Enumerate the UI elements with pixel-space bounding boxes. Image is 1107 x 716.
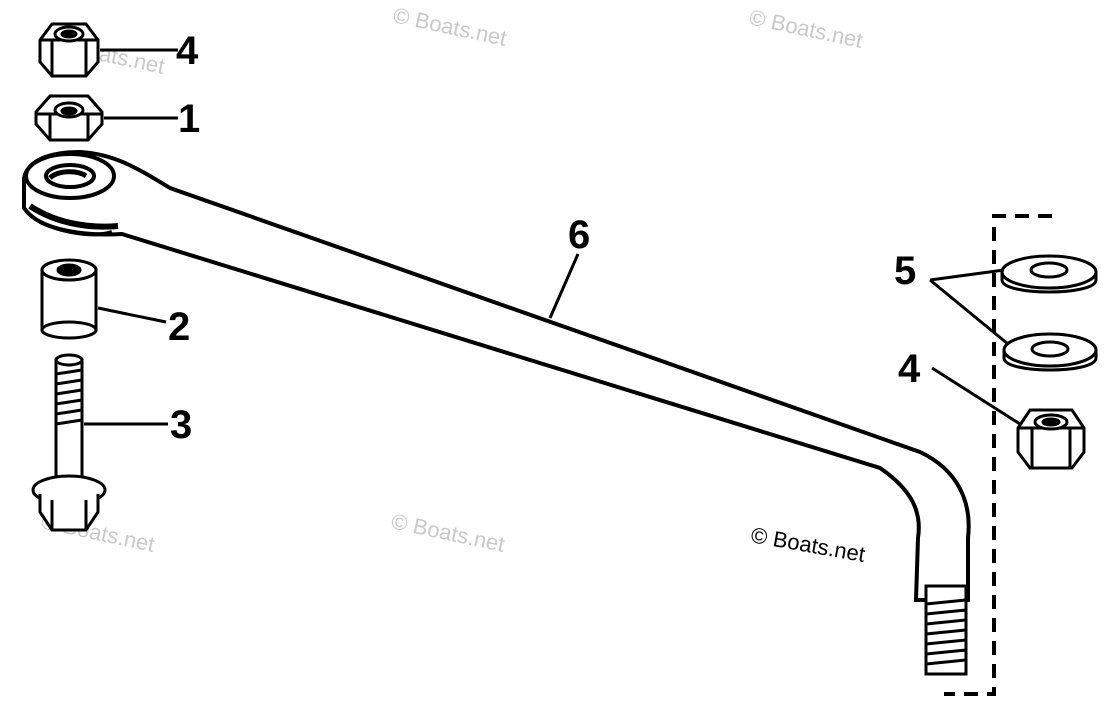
part-2-bushing (40, 258, 98, 340)
callout-1: 1 (178, 97, 200, 141)
leader-2 (97, 306, 167, 324)
leader-5b (929, 278, 1009, 346)
part-1-hex-nut (34, 94, 104, 142)
leader-6 (548, 253, 580, 319)
copyright-credit: © Boats.net (749, 522, 867, 567)
callout-5: 5 (894, 249, 916, 293)
watermark-layer: © Boats.net © Boats.net © Boats.net © Bo… (39, 2, 865, 556)
callout-labels: 4 1 2 3 6 5 4 (168, 29, 921, 447)
callout-3: 3 (170, 403, 192, 447)
callout-6: 6 (568, 213, 590, 257)
part-3-flange-bolt (31, 353, 107, 532)
part-4-lock-nut-right (1016, 408, 1086, 470)
callout-4-right: 4 (898, 347, 921, 391)
watermark-top-right: © Boats.net (747, 4, 865, 52)
part-6-steering-link-rod (22, 149, 971, 676)
callout-2: 2 (168, 305, 190, 349)
part-5-washers (1000, 254, 1098, 372)
leader-5a (929, 268, 1005, 282)
watermark-bottom-center: © Boats.net (389, 508, 507, 556)
part-4-lock-nut-top (38, 22, 100, 78)
optional-parts-bracket (944, 214, 1052, 696)
watermark-top-center: © Boats.net (391, 2, 509, 50)
leader-4-right (931, 366, 1021, 426)
callout-4-top: 4 (176, 29, 199, 73)
leader-lines (84, 48, 1021, 426)
